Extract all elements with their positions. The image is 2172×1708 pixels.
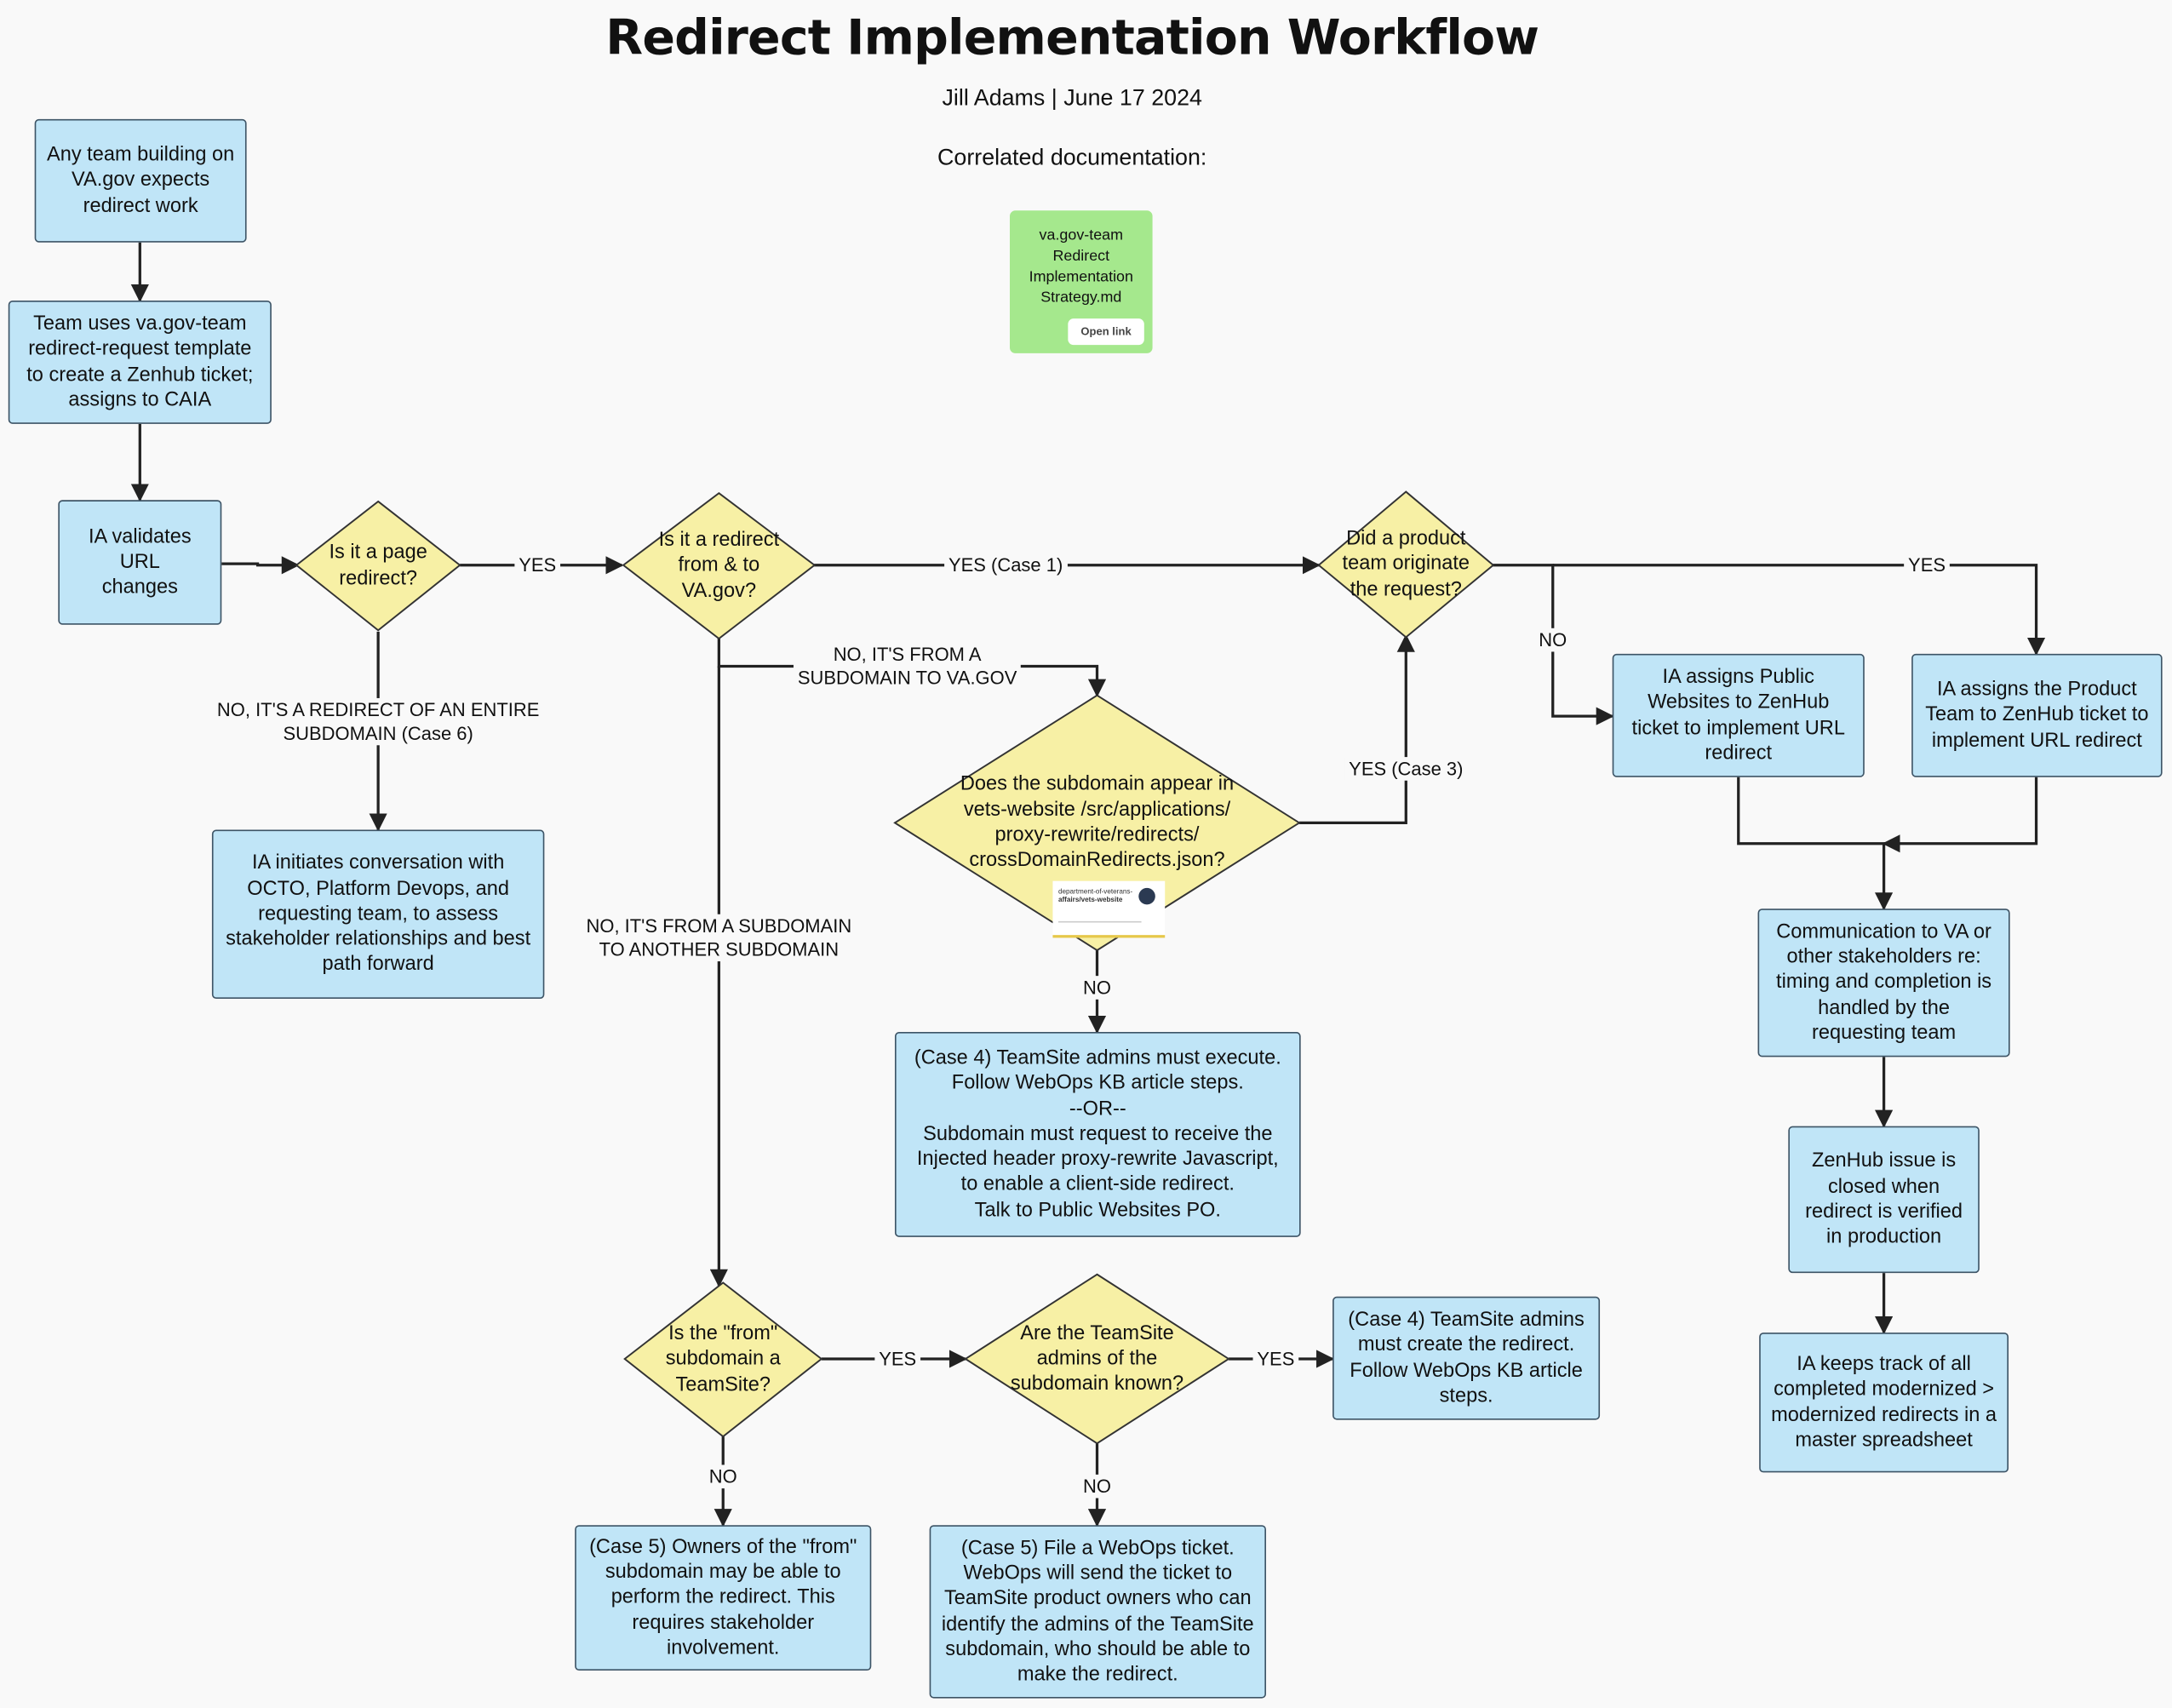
node-communication: Communication to VA or other stakeholder…: [1757, 908, 2010, 1057]
diamond-q-vagov: [622, 491, 817, 640]
edge-q-subdomain-yes: [1299, 633, 1415, 825]
thumbnail-repo-line1: department-of-veterans-: [1057, 887, 1133, 897]
node-closed: ZenHub issue is closed when redirect is …: [1788, 1126, 1980, 1274]
node-track: IA keeps track of all completed moderniz…: [1759, 1333, 2009, 1473]
open-link-button[interactable]: Open link: [1068, 318, 1144, 346]
label-subdomain-yes: YES (Case 3): [1344, 757, 1468, 781]
decision-q-vagov-text: Is it a redirect from & to VA.gov?: [658, 529, 780, 603]
repository-thumbnail: department-of-veterans- affairs/vets-web…: [1052, 880, 1166, 938]
node-assign-public: IA assigns Public Websites to ZenHub tic…: [1612, 653, 1865, 777]
diamond-q-admins: [964, 1273, 1230, 1445]
node-template: Team uses va.gov-team redirect-request t…: [8, 301, 272, 424]
diagram-title: Redirect Implementation Workflow: [605, 11, 1539, 67]
edge-validate-to-q-page: [221, 556, 300, 575]
edge-assign-public-to-communication: [1737, 777, 1894, 911]
decision-q-page-text: Is it a page redirect?: [329, 542, 427, 590]
label-product-yes: YES: [1904, 553, 1950, 577]
label-admins-no: NO: [1079, 1474, 1115, 1499]
node-validate: IA validates URL changes: [58, 500, 222, 625]
decision-q-admins-text: Are the TeamSite admins of the subdomain…: [1010, 1321, 1184, 1396]
correlated-documentation-label: Correlated documentation:: [937, 145, 1207, 171]
diamond-q-product: [1317, 490, 1495, 639]
diamond-q-page: [295, 500, 461, 632]
node-case5-owners: (Case 5) Owners of the "from" subdomain …: [575, 1525, 872, 1671]
label-teamsite-no: NO: [704, 1464, 742, 1489]
label-page-no: NO, IT'S A REDIRECT OF AN ENTIRE SUBDOMA…: [213, 697, 544, 746]
edge-q-product-yes: [1552, 564, 2046, 656]
node-case5-file: (Case 5) File a WebOps ticket. WebOps wi…: [929, 1525, 1266, 1699]
decision-q-product-text: Did a product team originate the request…: [1342, 527, 1470, 601]
label-page-yes: YES: [514, 553, 561, 577]
label-product-no: NO: [1534, 628, 1572, 652]
edge-assign-product-to-communication: [1882, 777, 2038, 853]
node-start: Any team building on VA.gov expects redi…: [34, 118, 247, 243]
author-date: Jill Adams | June 17 2024: [942, 85, 1202, 112]
label-vagov-no-sub-to-vagov: NO, IT'S FROM A SUBDOMAIN TO VA.GOV: [793, 642, 1022, 691]
label-vagov-no-sub-to-sub: NO, IT'S FROM A SUBDOMAIN TO ANOTHER SUB…: [582, 914, 857, 962]
node-case4-execute: (Case 4) TeamSite admins must execute. F…: [894, 1032, 1301, 1237]
label-subdomain-no: NO: [1079, 976, 1115, 1000]
label-vagov-yes: YES (Case 1): [944, 553, 1068, 577]
decision-q-subdomain-text: Does the subdomain appear in vets-websit…: [960, 773, 1235, 872]
documentation-card-name: va.gov-team Redirect Implementation Stra…: [1029, 226, 1133, 307]
documentation-card[interactable]: va.gov-team Redirect Implementation Stra…: [1010, 210, 1153, 353]
decision-q-teamsite-text: Is the "from" subdomain a TeamSite?: [665, 1322, 781, 1396]
node-conversation: IA initiates conversation with OCTO, Pla…: [211, 829, 545, 999]
va-seal-icon: [1138, 887, 1155, 905]
label-teamsite-yes: YES: [874, 1347, 921, 1371]
thumbnail-repo-line2: affairs/vets-website: [1057, 896, 1123, 905]
node-case4-create: (Case 4) TeamSite admins must create the…: [1332, 1296, 1601, 1420]
diamond-q-teamsite: [623, 1281, 823, 1438]
label-admins-yes: YES: [1252, 1347, 1299, 1371]
node-assign-product: IA assigns the Product Team to ZenHub ti…: [1911, 653, 2163, 777]
thumbnail-divider: [1057, 920, 1142, 923]
diamond-q-subdomain: [893, 694, 1301, 952]
